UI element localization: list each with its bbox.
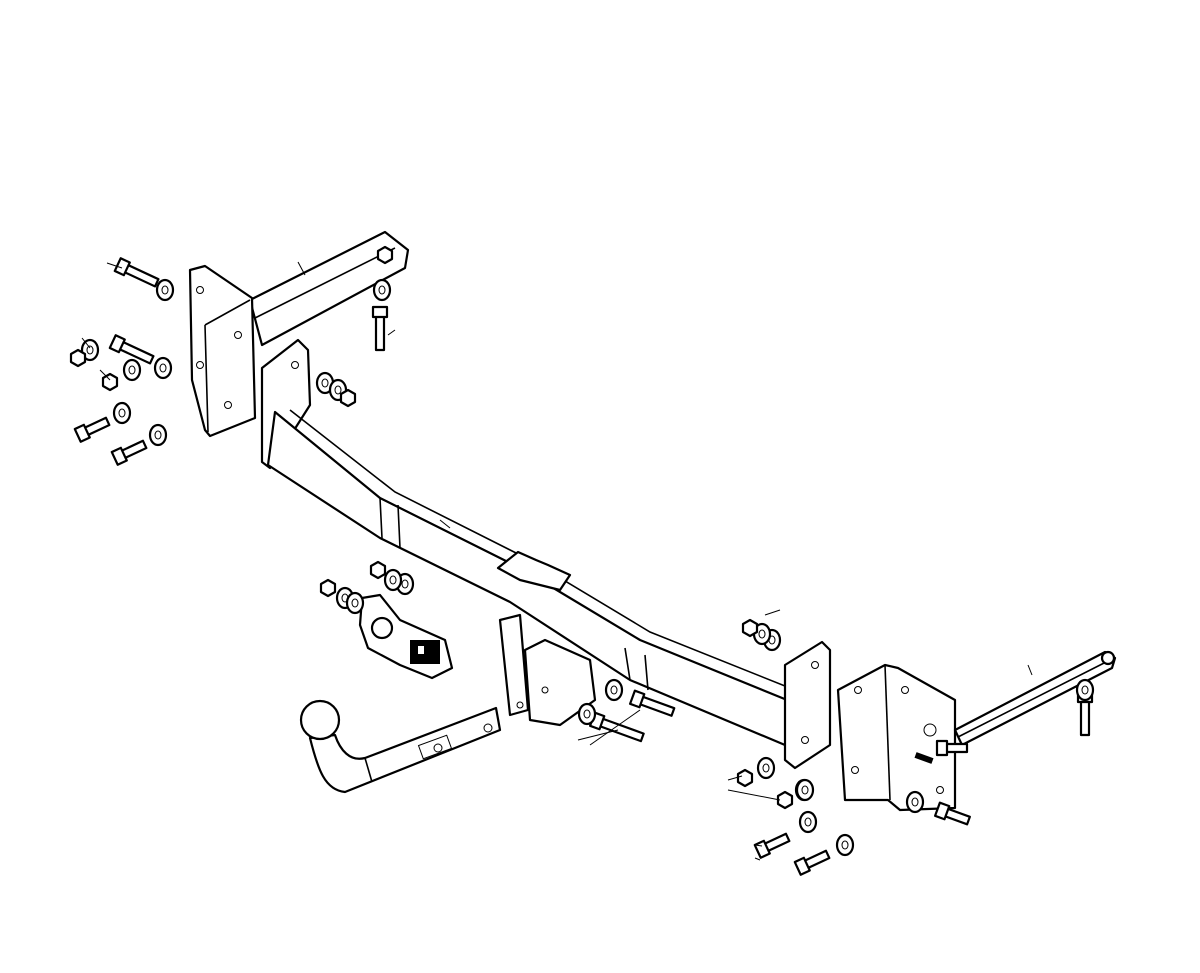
- washer: [835, 833, 855, 857]
- bolt: [113, 257, 160, 288]
- leader-line: [727, 775, 743, 781]
- washer: [795, 778, 815, 802]
- leader-line: [764, 609, 781, 616]
- washer: [122, 358, 142, 382]
- washer-hole: [610, 685, 618, 695]
- washer-hole: [159, 363, 167, 373]
- washer-hole: [378, 285, 386, 295]
- washer-hole: [801, 785, 809, 795]
- bolt: [628, 689, 676, 717]
- washer-hole: [911, 797, 919, 807]
- washer-hole: [351, 598, 359, 608]
- right-side-arm: [953, 650, 1117, 747]
- centre-lug-bracket: [496, 550, 597, 727]
- washer-hole: [118, 408, 126, 418]
- crossbar-right-end-plate: [783, 640, 832, 770]
- nut: [736, 768, 754, 788]
- nut: [776, 790, 794, 810]
- nut: [376, 245, 394, 265]
- leader-line: [754, 857, 761, 861]
- washer: [577, 702, 597, 726]
- leader-line: [99, 369, 111, 381]
- left-mounting-bracket: [188, 264, 257, 438]
- bolt: [110, 439, 148, 466]
- bolt: [933, 801, 971, 826]
- washer: [372, 278, 392, 302]
- washer-hole: [334, 385, 342, 395]
- leader-line: [754, 844, 763, 847]
- washer: [383, 568, 403, 592]
- washer-hole: [583, 709, 591, 719]
- washer: [798, 810, 818, 834]
- washer-hole: [389, 575, 397, 585]
- washer: [155, 278, 175, 302]
- nut: [741, 618, 759, 638]
- washer: [905, 790, 925, 814]
- washer-hole: [128, 365, 136, 375]
- bolt: [753, 832, 791, 859]
- tow-ball: [299, 699, 341, 741]
- washer-hole: [1081, 685, 1089, 695]
- leader-line: [577, 729, 619, 741]
- electrical-socket-plate: [358, 593, 454, 680]
- leader-line: [589, 709, 641, 746]
- bolt: [793, 849, 831, 876]
- washer-hole: [86, 345, 94, 355]
- washer-hole: [841, 840, 849, 850]
- right-mounting-bracket: [836, 663, 957, 812]
- washer-hole: [161, 285, 169, 295]
- bolt: [108, 334, 155, 365]
- leader-line: [387, 329, 396, 336]
- washer-hole: [804, 817, 812, 827]
- nut: [101, 372, 119, 392]
- washer: [345, 591, 365, 615]
- washer-hole: [321, 378, 329, 388]
- left-side-arm: [248, 230, 410, 347]
- leader-line: [81, 337, 91, 349]
- nut: [319, 578, 337, 598]
- nut: [339, 388, 357, 408]
- washer: [604, 678, 624, 702]
- bolt: [935, 739, 969, 757]
- washer: [148, 423, 168, 447]
- washer: [153, 356, 173, 380]
- washer-hole: [401, 579, 409, 589]
- nut: [369, 560, 387, 580]
- washer: [112, 401, 132, 425]
- tow-ball-neck: [299, 699, 502, 794]
- washer-hole: [154, 430, 162, 440]
- nut: [69, 348, 87, 368]
- leader-line: [727, 789, 781, 801]
- washer-hole: [758, 629, 766, 639]
- bolt: [73, 416, 111, 443]
- washer: [1075, 678, 1095, 702]
- washer-hole: [762, 763, 770, 773]
- bolt: [371, 305, 389, 352]
- washer: [756, 756, 776, 780]
- leader-line: [106, 262, 123, 269]
